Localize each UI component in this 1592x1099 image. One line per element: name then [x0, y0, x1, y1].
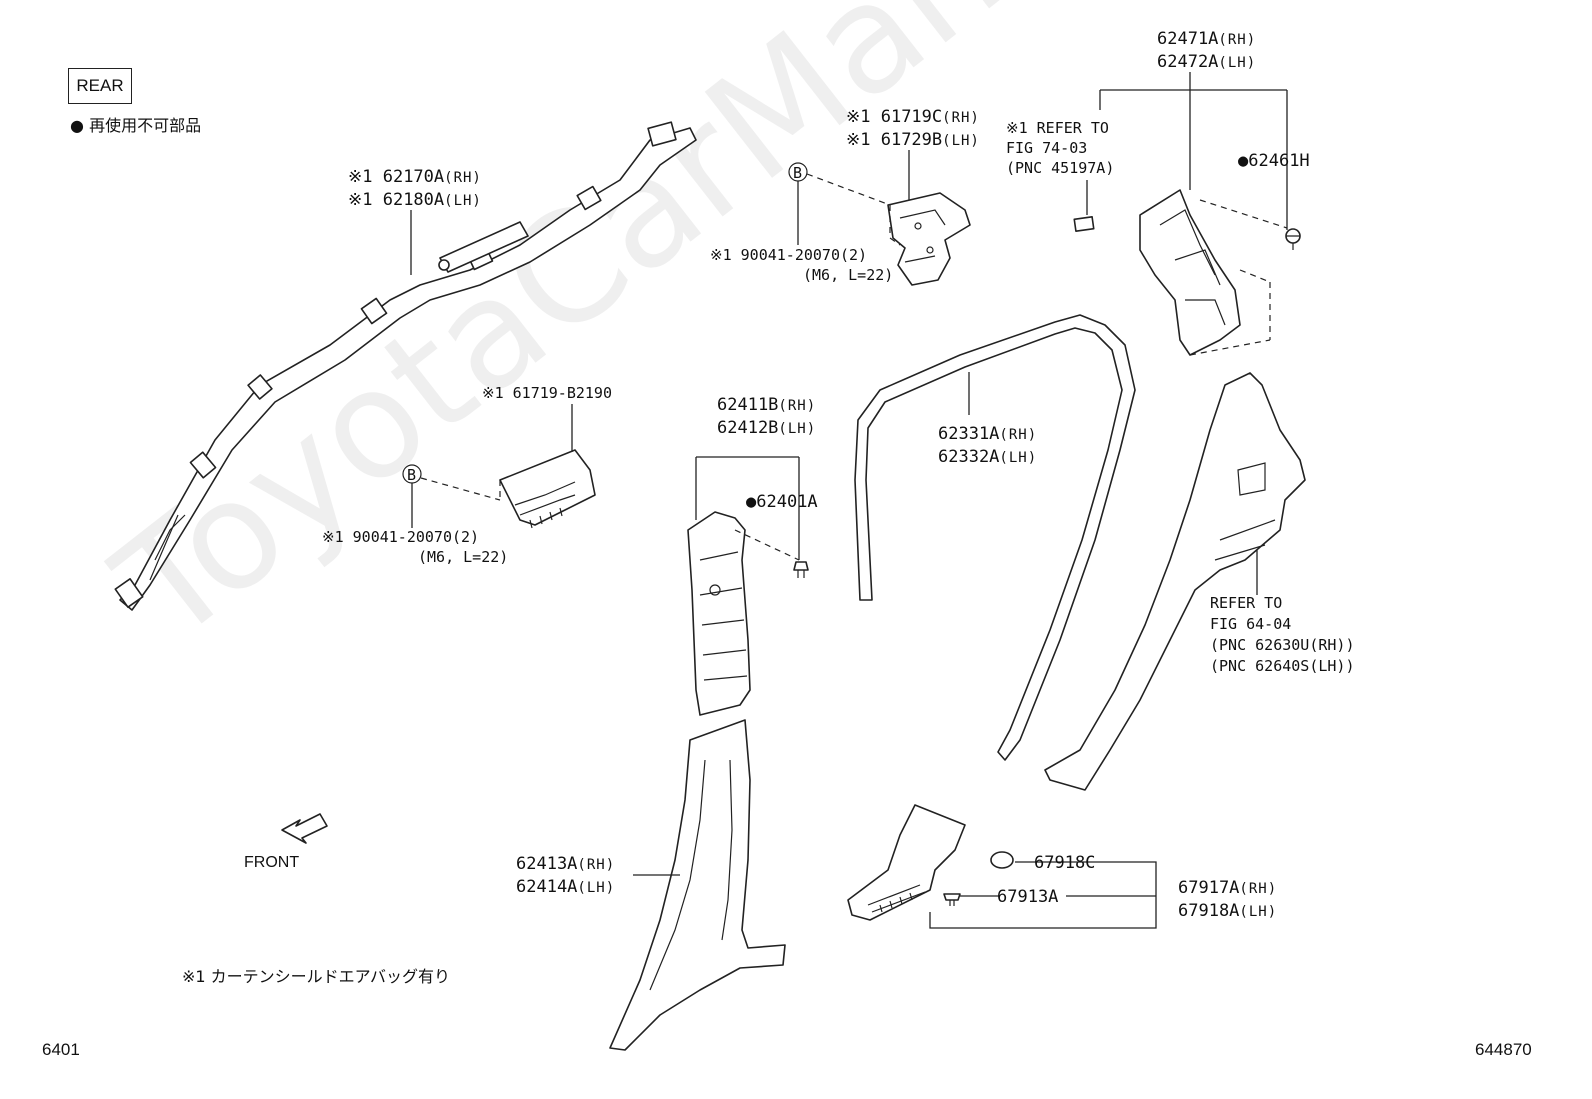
side-label: (RH) — [999, 427, 1038, 443]
refer-line: (PNC 62640S(LH)) — [1210, 657, 1355, 675]
airbag-bracket-rear[interactable] — [887, 192, 971, 286]
quarter-trim-panel[interactable] — [1044, 372, 1306, 791]
refer-line: (PNC 62630U(RH)) — [1210, 636, 1355, 654]
callout-refer-64-04[interactable]: REFER TO FIG 64-04 (PNC 62630U(RH)) (PNC… — [1210, 593, 1355, 677]
callout-quarter-upper[interactable]: 62471A(RH) 62472A(LH) — [1157, 28, 1256, 74]
front-arrow-icon — [281, 813, 328, 844]
side-label: (LH) — [942, 133, 980, 149]
center-pillar-lower-garnish[interactable] — [609, 719, 786, 1051]
part-number: 62414A — [516, 877, 578, 897]
part-number: 61719C — [880, 107, 943, 127]
part-number: 62401A — [756, 492, 818, 512]
side-label: (LH) — [1239, 904, 1278, 920]
center-pillar-upper-garnish[interactable] — [687, 511, 751, 716]
ref-note: ※1 — [348, 167, 383, 187]
page-code-right: 644870 — [1475, 1040, 1532, 1059]
part-number: 62170A — [382, 167, 445, 187]
callout-bolt-rear[interactable]: ※1 90041-20070(2) — [710, 244, 867, 266]
front-label: FRONT — [244, 854, 300, 871]
refer-line: ※1 REFER TO — [1006, 119, 1109, 137]
callout-pillar-upper[interactable]: 62411B(RH) 62412B(LH) — [717, 394, 816, 440]
ref-marker-b-front-label: B — [407, 466, 417, 484]
callout-bracket-rear[interactable]: ※1 61719C(RH) ※1 61729B(LH) — [846, 106, 980, 152]
bolt-front-spec: (M6, L=22) — [418, 548, 509, 566]
non-reusable-dot: ● — [1238, 151, 1249, 171]
side-label: (RH) — [778, 398, 817, 414]
callout-airbag[interactable]: ※1 62170A(RH) ※1 62180A(LH) — [348, 166, 482, 212]
callout-clip-62461H[interactable]: ●62461H — [1238, 150, 1310, 172]
callout-bolt-front[interactable]: ※1 90041-20070(2) — [322, 528, 480, 546]
footnote: ※1 カーテンシールドエアバッグ有り — [182, 967, 451, 986]
leader-lines — [410, 72, 1288, 929]
callout-clip-67913A[interactable]: 67913A — [997, 887, 1059, 907]
callout-weatherstrip[interactable]: 62331A(RH) 62332A(LH) — [938, 423, 1037, 469]
non-reusable-dot: ● — [746, 492, 757, 512]
part-number: 61729B — [880, 130, 943, 150]
legend-dot: ● — [70, 116, 84, 135]
callout-bracket-front[interactable]: ※1 61719-B2190 — [482, 384, 612, 402]
side-label: (LH) — [577, 880, 616, 896]
part-number: 62461H — [1248, 151, 1310, 171]
side-label: (LH) — [999, 450, 1038, 466]
side-label: (LH) — [778, 421, 817, 437]
refer-line: (PNC 45197A) — [1006, 159, 1115, 177]
side-label: (LH) — [1218, 55, 1257, 71]
clip-62461H[interactable] — [1285, 228, 1301, 250]
part-number: 62412B — [717, 418, 779, 438]
scuff-plate[interactable] — [847, 804, 966, 921]
callout-refer-74-03[interactable]: ※1 REFER TO FIG 74-03 (PNC 45197A) — [1006, 118, 1114, 178]
legend: ● 再使用不可部品 — [70, 115, 201, 137]
part-number: 62332A — [938, 447, 1000, 467]
side-label: (RH) — [444, 170, 482, 186]
refer-line: FIG 64-04 — [1210, 615, 1292, 633]
ref-note: ※1 — [846, 130, 881, 150]
legend-text: 再使用不可部品 — [89, 116, 202, 135]
part-number: 62472A — [1157, 52, 1219, 72]
callout-clip-62401A[interactable]: ●62401A — [746, 491, 818, 513]
side-label: (RH) — [1218, 32, 1257, 48]
part-number: 62331A — [938, 424, 1000, 444]
callout-cap-67918C[interactable]: 67918C — [1034, 853, 1096, 873]
cap-67918C[interactable] — [990, 851, 1014, 869]
part-number: 62411B — [717, 395, 779, 415]
part-number: 62471A — [1157, 29, 1219, 49]
refer-line: REFER TO — [1210, 594, 1283, 612]
side-label: (RH) — [1239, 881, 1278, 897]
clip-62401A[interactable] — [793, 561, 809, 578]
side-label: (RH) — [577, 857, 616, 873]
callout-pillar-lower[interactable]: 62413A(RH) 62414A(LH) — [516, 853, 615, 899]
part-number: 62180A — [382, 190, 445, 210]
refer-line: FIG 74-03 — [1006, 139, 1088, 157]
part-number: 62413A — [516, 854, 578, 874]
side-label: (RH) — [942, 110, 980, 126]
rear-label-box: REAR — [68, 68, 132, 104]
door-opening-weatherstrip[interactable] — [854, 314, 1136, 761]
ref-note: ※1 — [846, 107, 881, 127]
clip-67913A[interactable] — [943, 893, 961, 906]
part-number: ※1 90041-20070(2) — [710, 246, 868, 264]
ref-note: ※1 — [348, 190, 383, 210]
bolt-rear-spec: (M6, L=22) — [803, 266, 894, 284]
airbag-bracket-front[interactable] — [499, 449, 596, 529]
page-code-left: 6401 — [42, 1040, 80, 1059]
ref-marker-b-rear-label: B — [793, 164, 803, 182]
side-label: (LH) — [444, 193, 482, 209]
part-number: 67917A — [1178, 878, 1240, 898]
quarter-pillar-upper-garnish[interactable] — [1073, 189, 1241, 356]
part-number: 67918A — [1178, 901, 1240, 921]
callout-scuff-plate[interactable]: 67917A(RH) 67918A(LH) — [1178, 877, 1277, 923]
curtain-airbag-assembly[interactable] — [114, 121, 697, 611]
